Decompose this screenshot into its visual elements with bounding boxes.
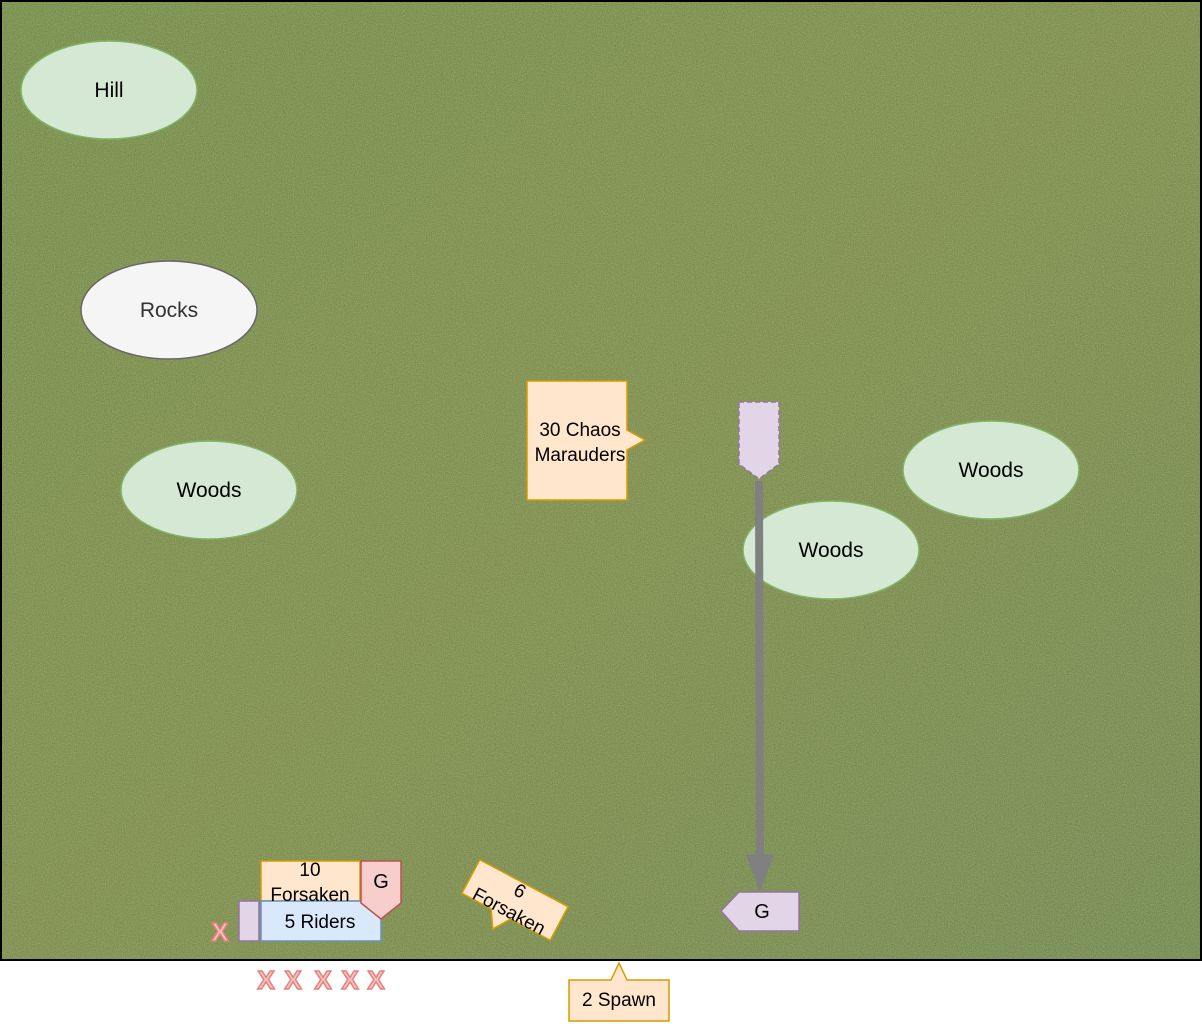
casualty-row: X X X X X bbox=[257, 964, 387, 996]
casualty-x-mark: X bbox=[257, 965, 275, 995]
rocks-terrain[interactable]: Rocks bbox=[80, 260, 258, 360]
woods-right-terrain[interactable]: Woods bbox=[902, 420, 1080, 520]
casualty-x-mark: X bbox=[367, 965, 385, 995]
casualty-x-mark: X bbox=[211, 917, 229, 947]
purple-general-unit[interactable]: G bbox=[719, 891, 800, 932]
purple-general-label: G bbox=[754, 901, 770, 923]
spawn-label: 2 Spawn bbox=[582, 990, 656, 1011]
forsaken-10-label-line2: Forsaken bbox=[270, 885, 349, 906]
marauders-label-line2: Marauders bbox=[535, 445, 626, 466]
rocks-label: Rocks bbox=[140, 299, 198, 322]
woods-left-terrain[interactable]: Woods bbox=[120, 440, 298, 540]
hill-label: Hill bbox=[94, 79, 123, 102]
casualty-x-mark: X bbox=[314, 965, 332, 995]
chaos-marauders-unit[interactable]: 30 Chaos Marauders bbox=[526, 380, 647, 501]
casualty-x-mark: X bbox=[284, 965, 302, 995]
woods-left-label: Woods bbox=[177, 479, 242, 502]
woods-center-label: Woods bbox=[799, 539, 864, 562]
riders-unit[interactable] bbox=[260, 900, 382, 942]
forsaken-10-label-line1: 10 bbox=[299, 860, 320, 881]
spawn-unit[interactable]: 2 Spawn bbox=[568, 961, 670, 1022]
red-general-label: G bbox=[373, 871, 389, 893]
purple-small-block[interactable] bbox=[238, 900, 260, 942]
marauders-label-line1: 30 Chaos bbox=[539, 420, 620, 441]
hill-terrain[interactable]: Hill bbox=[20, 40, 198, 140]
woods-right-label: Woods bbox=[959, 459, 1024, 482]
casualty-x-mark: X bbox=[341, 965, 359, 995]
purple-ghost-position[interactable] bbox=[738, 401, 780, 480]
woods-center-terrain[interactable]: Woods bbox=[742, 500, 920, 600]
red-general-unit[interactable]: G bbox=[360, 860, 402, 920]
movement-arrow bbox=[746, 480, 774, 890]
riders-label: 5 Riders bbox=[285, 912, 356, 933]
